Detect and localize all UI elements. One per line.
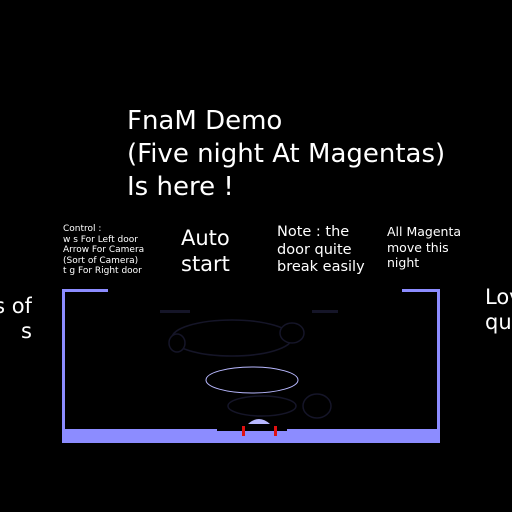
left-cut-line-1: s of — [0, 294, 32, 318]
title-line-2: (Five night At Magentas) — [127, 139, 446, 169]
all-magenta-line-1: All Magenta — [387, 224, 462, 239]
auto-start-line-1: Auto — [181, 226, 230, 250]
title-banner: FnaM Demo (Five night At Magentas) Is he… — [127, 105, 445, 204]
room-floor — [62, 429, 440, 443]
right-cut-line-1: Lov — [485, 285, 512, 309]
left-cut-text: s of s — [0, 294, 32, 344]
note-line-1: Note : the — [277, 224, 350, 240]
all-magenta-line-2: move this — [387, 239, 449, 255]
note-line-2: door quite — [277, 241, 352, 258]
left-door-marker — [242, 426, 245, 436]
right-cut-text: Lov qu — [485, 285, 512, 335]
title-line-1: FnaM Demo — [127, 106, 283, 136]
room-right-wall — [437, 290, 440, 432]
desk-fan — [160, 310, 338, 419]
controls-info: Control : w s For Left door Arrow For Ca… — [63, 224, 144, 277]
all-magenta-line-3: night — [387, 255, 420, 270]
auto-start-label: Auto start — [181, 225, 230, 277]
room-ceiling-left — [62, 289, 108, 292]
office-room-scene — [62, 289, 440, 443]
right-cut-line-2: qu — [485, 310, 512, 334]
controls-line-5: t g For Right door — [63, 266, 142, 277]
desk-light — [248, 419, 270, 424]
controls-line-4: (Sort of Camera) — [63, 255, 139, 266]
controls-line-2: w s For Left door — [63, 234, 138, 245]
note-line-3: break easily — [277, 259, 365, 275]
left-cut-line-2: s — [21, 319, 32, 343]
controls-line-1: Control : — [63, 224, 102, 234]
controls-line-3: Arrow For Camera — [63, 245, 145, 256]
title-line-3: Is here ! — [127, 172, 234, 202]
room-floor-strip — [217, 426, 287, 431]
note-label: Note : the door quite break easily — [277, 224, 365, 277]
auto-start-line-2: start — [181, 252, 230, 276]
room-ceiling-right — [402, 289, 440, 292]
room-left-wall — [62, 290, 65, 432]
all-magenta-label: All Magenta move this night — [387, 224, 461, 271]
right-door-marker — [274, 426, 277, 436]
